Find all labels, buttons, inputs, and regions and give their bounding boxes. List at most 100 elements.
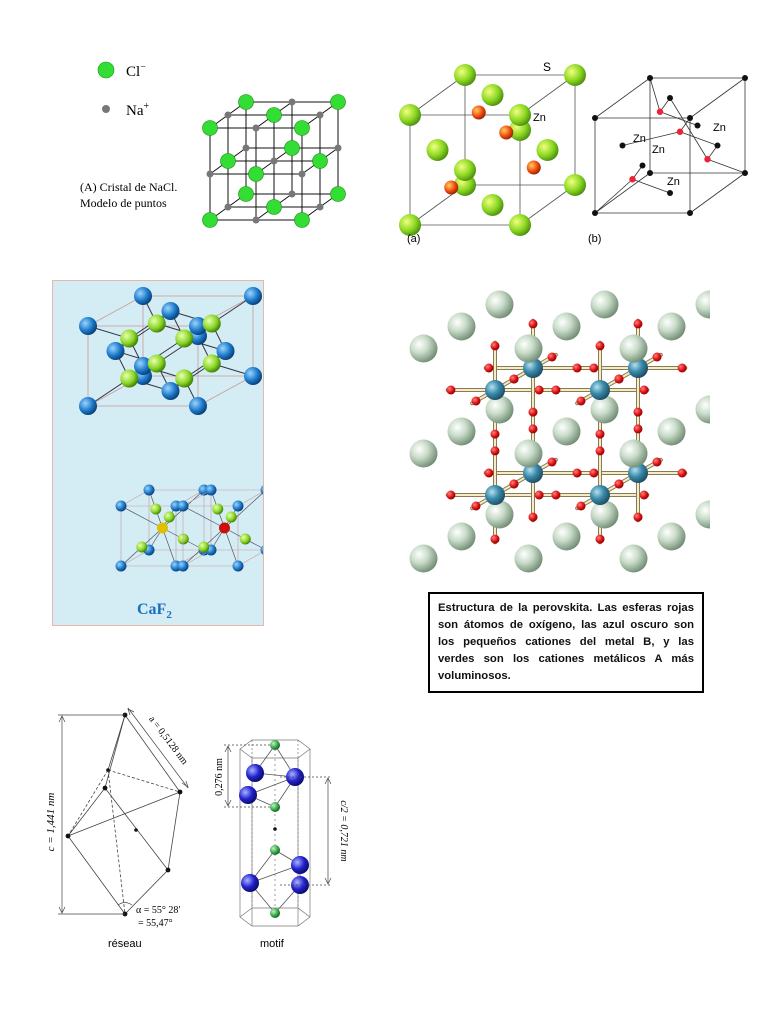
zns-b-cell-edge: [689, 77, 746, 119]
sulfur-point: [742, 75, 748, 81]
legend-na-sup: +: [144, 101, 150, 112]
calcium-ion: [79, 317, 97, 335]
fluoride-ion: [150, 503, 162, 515]
b-cation: [485, 380, 505, 400]
a-cation: [514, 544, 543, 573]
sodium-ion: [224, 203, 232, 211]
oxygen-atom: [446, 490, 456, 500]
a-cation: [657, 522, 686, 551]
fluoride-ion: [225, 511, 237, 523]
zinc-ion: [471, 105, 486, 120]
nacl-caption-line1: (A) Cristal de NaCl.: [80, 180, 177, 194]
calcium-ion: [106, 342, 125, 360]
sodium-ion: [270, 157, 278, 165]
zns-b-bond: [669, 97, 708, 160]
a-cation: [514, 439, 543, 468]
perovskite-lattice: [409, 290, 724, 573]
zinc-point: [704, 156, 711, 163]
zns-b-bond: [659, 111, 698, 126]
sulfur-ion: [481, 194, 504, 216]
a-dimension-line: [127, 707, 189, 789]
zns-b-bond: [622, 131, 681, 146]
calcium-ion: [115, 500, 127, 512]
oxygen-atom: [551, 385, 561, 395]
calcium-ion: [260, 544, 272, 556]
sodium-ion: [242, 144, 250, 152]
calcium-ion: [79, 397, 97, 415]
zinc-point: [656, 108, 664, 115]
oxygen-atom: [595, 341, 605, 351]
zinc-ion: [499, 125, 514, 140]
a-cation: [447, 522, 476, 551]
center-calcium-ion: [219, 522, 230, 534]
a-cation: [485, 500, 514, 529]
oxygen-atom: [572, 363, 582, 373]
sulfur-point: [639, 162, 646, 169]
zns-b-cell-edge: [594, 77, 651, 119]
fluoride-ion: [202, 314, 221, 333]
zinc-point: [629, 176, 636, 183]
oxygen-atom: [595, 534, 605, 544]
calcium-ion: [189, 317, 207, 335]
a-cation: [409, 439, 438, 468]
sodium-legend-dot: [102, 105, 110, 113]
calcium-ion: [232, 500, 244, 512]
sulfur-ion: [481, 84, 504, 106]
motif-distance-label: 0,276 nm: [214, 758, 225, 796]
a-cation: [590, 290, 619, 319]
rhombohedral-cell: [67, 714, 181, 915]
caf2-unit-cell: [79, 287, 262, 415]
chloride-ion: [330, 186, 346, 202]
oxygen-atom: [595, 429, 605, 439]
a-cation: [590, 395, 619, 424]
sulfur-ion: [564, 174, 586, 196]
sodium-ion: [316, 203, 324, 211]
fluoride-ion: [163, 511, 175, 523]
chloride-ion: [202, 212, 218, 228]
calcium-ion: [244, 287, 262, 305]
motif-half-c-label: c/2 = 0,721 nm: [338, 800, 349, 861]
a-cation: [552, 417, 581, 446]
oxygen-atom: [589, 468, 599, 478]
sulfur-ion: [509, 104, 531, 126]
rhombohedral-panel: c = 1,441 nm a = 0,5128 nm α = 55° 28′ =…: [40, 700, 220, 950]
oxygen-atom: [471, 501, 481, 511]
rhombohedral-diagram: c = 1,441 nm a = 0,5128 nm α = 55° 28′ =…: [45, 707, 190, 950]
hexagonal-motif-panel: 0,276 nm c/2 = 0,721 nm motif: [210, 725, 360, 965]
calcium-ion: [161, 302, 180, 320]
oxygen-atom: [595, 446, 605, 456]
legend-cl-text: Cl: [126, 64, 140, 80]
zns-cell-edge: [519, 184, 576, 226]
zns-point-model: [592, 75, 748, 216]
caf2-label-sub: 2: [166, 609, 172, 621]
oxygen-atom: [639, 385, 649, 395]
oxygen-atom: [484, 363, 494, 373]
oxygen-atom: [652, 457, 662, 467]
fluoride-ion: [212, 503, 224, 515]
oxygen-atom: [633, 424, 643, 434]
chloride-ion: [266, 199, 282, 215]
oxygen-atom: [528, 512, 538, 522]
fluoride-ion: [120, 329, 139, 348]
chloride-legend-dot: [97, 61, 115, 79]
chloride-ion: [312, 153, 328, 169]
oxygen-atom: [633, 407, 643, 417]
sodium-ion: [206, 170, 214, 178]
a-cation: [619, 544, 648, 573]
caf2-diagram: CaF2: [79, 287, 272, 621]
nacl-caption-line2: Modelo de puntos: [80, 196, 167, 210]
zns-label-zn-b3: Zn: [713, 122, 726, 134]
fluoride-ion: [202, 354, 221, 373]
calcium-ion: [143, 484, 155, 496]
zns-b-bond: [679, 131, 718, 146]
c-dimension-line: [58, 714, 125, 915]
zns-label-b: (b): [588, 233, 601, 245]
oxygen-atom: [490, 446, 500, 456]
oxygen-atom: [633, 512, 643, 522]
sulfur-point: [647, 75, 653, 81]
sulfur-point: [592, 210, 598, 216]
a-cation: [657, 417, 686, 446]
zns-label-s: S: [543, 60, 551, 74]
calcium-ion: [177, 560, 189, 572]
caf2-panel: CaF2: [52, 280, 272, 626]
